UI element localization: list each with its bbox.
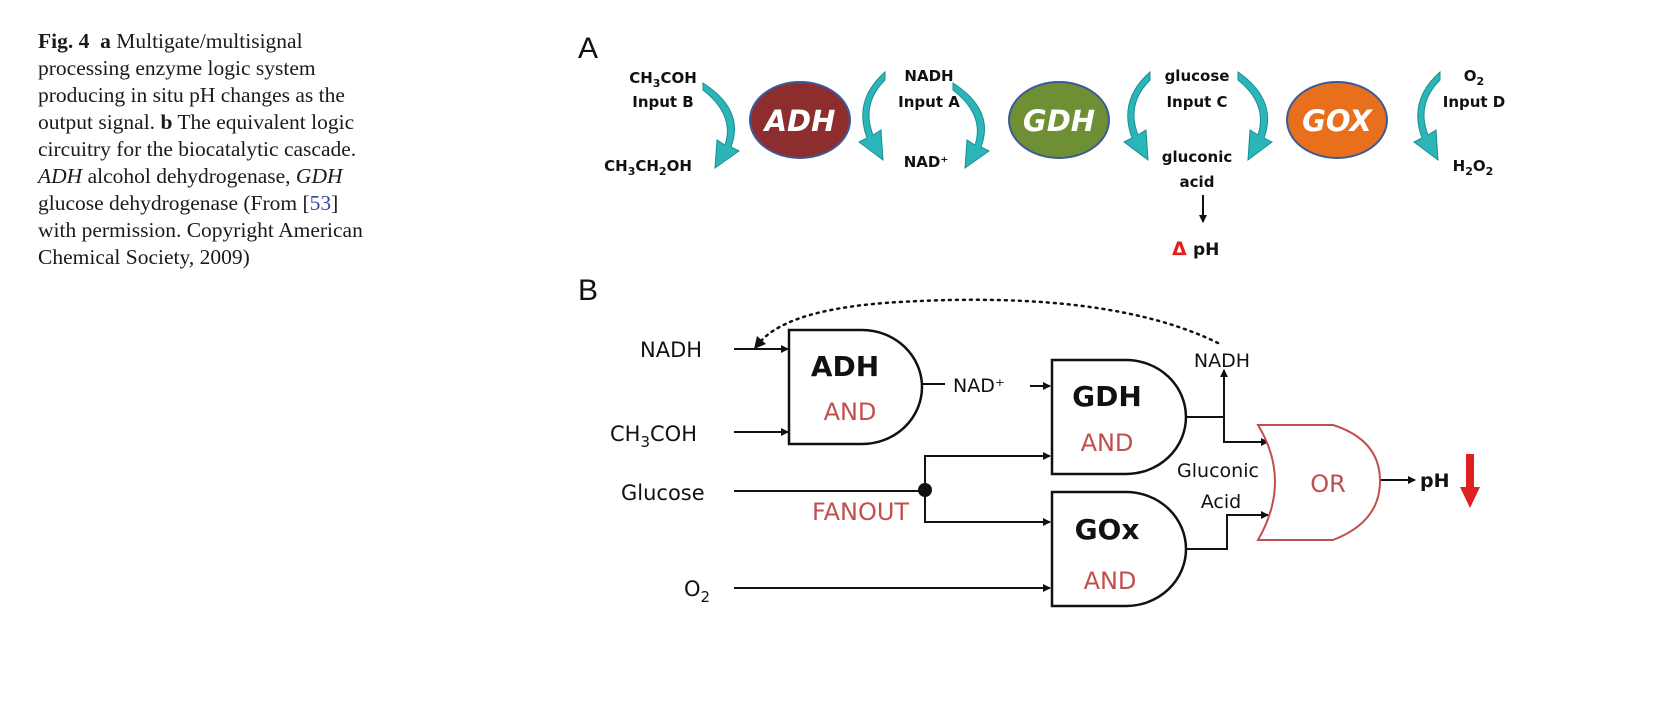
wire-gdh-to-or [1184, 416, 1269, 446]
caption-part-b-marker: b [160, 110, 173, 134]
input-a-label: Input A [898, 93, 960, 111]
enzyme-gdh: GDH [1008, 81, 1110, 159]
gate-adh-type: AND [824, 398, 877, 426]
caption-source-close: ] with permission. Copyright American Ch… [38, 191, 363, 269]
curved-arrow-icon [1237, 71, 1273, 162]
curved-arrow-icon [1413, 70, 1441, 162]
substrate-ch3coh: CH3COH [629, 69, 697, 90]
curved-arrow-icon [702, 82, 740, 170]
substrate-o2: O2 [1464, 67, 1484, 88]
gate-or-type: OR [1310, 470, 1346, 498]
enzyme-adh-ellipse [749, 81, 851, 159]
delta-symbol: Δ [1172, 238, 1187, 260]
gate-gox-name: GOx [1075, 513, 1140, 546]
panel-b-label: B [578, 274, 598, 307]
enzyme-gdh-label: GDH [1023, 104, 1095, 138]
wire-glucose-to-gdh [924, 452, 1051, 491]
product-acid: acid [1180, 173, 1215, 191]
gate-gdh-name: GDH [1072, 380, 1142, 413]
cofactor-nadh: NADH [904, 67, 953, 85]
feedback-arrowhead-icon [754, 336, 766, 349]
input-d-label: Input D [1443, 93, 1506, 111]
caption-abbr-adh: ADH [38, 164, 83, 188]
wires [734, 345, 1416, 592]
product-gluconic: gluconic [1162, 148, 1232, 166]
cofactor-nad-plus: NAD⁺ [904, 153, 949, 171]
caption-source-open: (From [ [243, 191, 310, 215]
nadh-output-label: NADH [1194, 350, 1250, 372]
enzyme-gox-label: GOX [1302, 104, 1373, 138]
enzyme-adh-label: ADH [763, 104, 836, 138]
substrate-glucose: glucose [1165, 67, 1230, 85]
acid-label: Acid [1201, 491, 1241, 513]
gate-adh-name: ADH [811, 350, 879, 383]
caption-reference-link[interactable]: 53 [309, 191, 332, 215]
enzyme-gox: GOX [1286, 81, 1388, 159]
gate-gdh-and: GDH AND [1050, 358, 1188, 476]
fanout-label: FANOUT [812, 498, 909, 526]
feedback-arrow [758, 298, 1220, 345]
wire-glucose-to-gox [924, 491, 1051, 526]
caption-abbr-gdh: GDH [295, 164, 343, 188]
curved-arrow-icon [952, 82, 990, 170]
curved-arrow-icon [858, 70, 886, 162]
gate-gdh-type: AND [1081, 429, 1134, 457]
caption-abbr-gdh-def: glucose dehydrogenase [38, 191, 238, 215]
input-glucose-label: Glucose [621, 481, 705, 505]
nad-plus-label: NAD⁺ [953, 375, 1005, 397]
ph-label: pH [1420, 470, 1450, 492]
wire-gox-to-or [1184, 511, 1269, 550]
enzyme-gox-ellipse [1286, 81, 1388, 159]
curved-arrow-icon [1123, 70, 1151, 162]
gate-or: OR [1256, 424, 1382, 541]
gate-gox-type: AND [1084, 567, 1137, 595]
and-gate-shape [787, 328, 924, 446]
panel-a-label: A [578, 32, 598, 65]
ph-decrease-arrow-icon [1460, 454, 1480, 508]
gate-adh-and: ADH AND [787, 328, 924, 446]
enzyme-adh: ADH [749, 81, 851, 159]
caption-abbr-adh-def: alcohol dehydrogenase, [87, 164, 291, 188]
input-ch3coh-label: CH3COH [610, 422, 697, 451]
figure-caption: Fig. 4 a Multigate/multisignal processin… [38, 28, 378, 271]
product-h2o2: H2O2 [1453, 157, 1494, 178]
fanout-junction-dot [918, 483, 932, 497]
gate-gox-and: GOx AND [1050, 490, 1188, 608]
ph-output-label: pH [1193, 240, 1219, 260]
figure-number: Fig. 4 [38, 29, 90, 53]
input-c-label: Input C [1166, 93, 1227, 111]
reaction-arrows [702, 70, 1441, 170]
and-gate-shape [1050, 358, 1188, 476]
caption-part-a-marker: a [100, 29, 111, 53]
input-nadh-label: NADH [640, 338, 702, 362]
and-gate-shape [1050, 490, 1188, 608]
input-b-label: Input B [632, 93, 694, 111]
input-o2-label: O2 [684, 577, 710, 606]
enzyme-gdh-ellipse [1008, 81, 1110, 159]
gluconic-label: Gluconic [1177, 460, 1259, 482]
or-gate-shape [1256, 424, 1382, 541]
caption-part-a-text: Multigate/multisignal processing enzyme … [38, 29, 345, 134]
caption-part-b-text: The equivalent logic circuitry for the b… [38, 110, 357, 161]
product-ch3ch2oh: CH3CH2OH [604, 157, 692, 178]
